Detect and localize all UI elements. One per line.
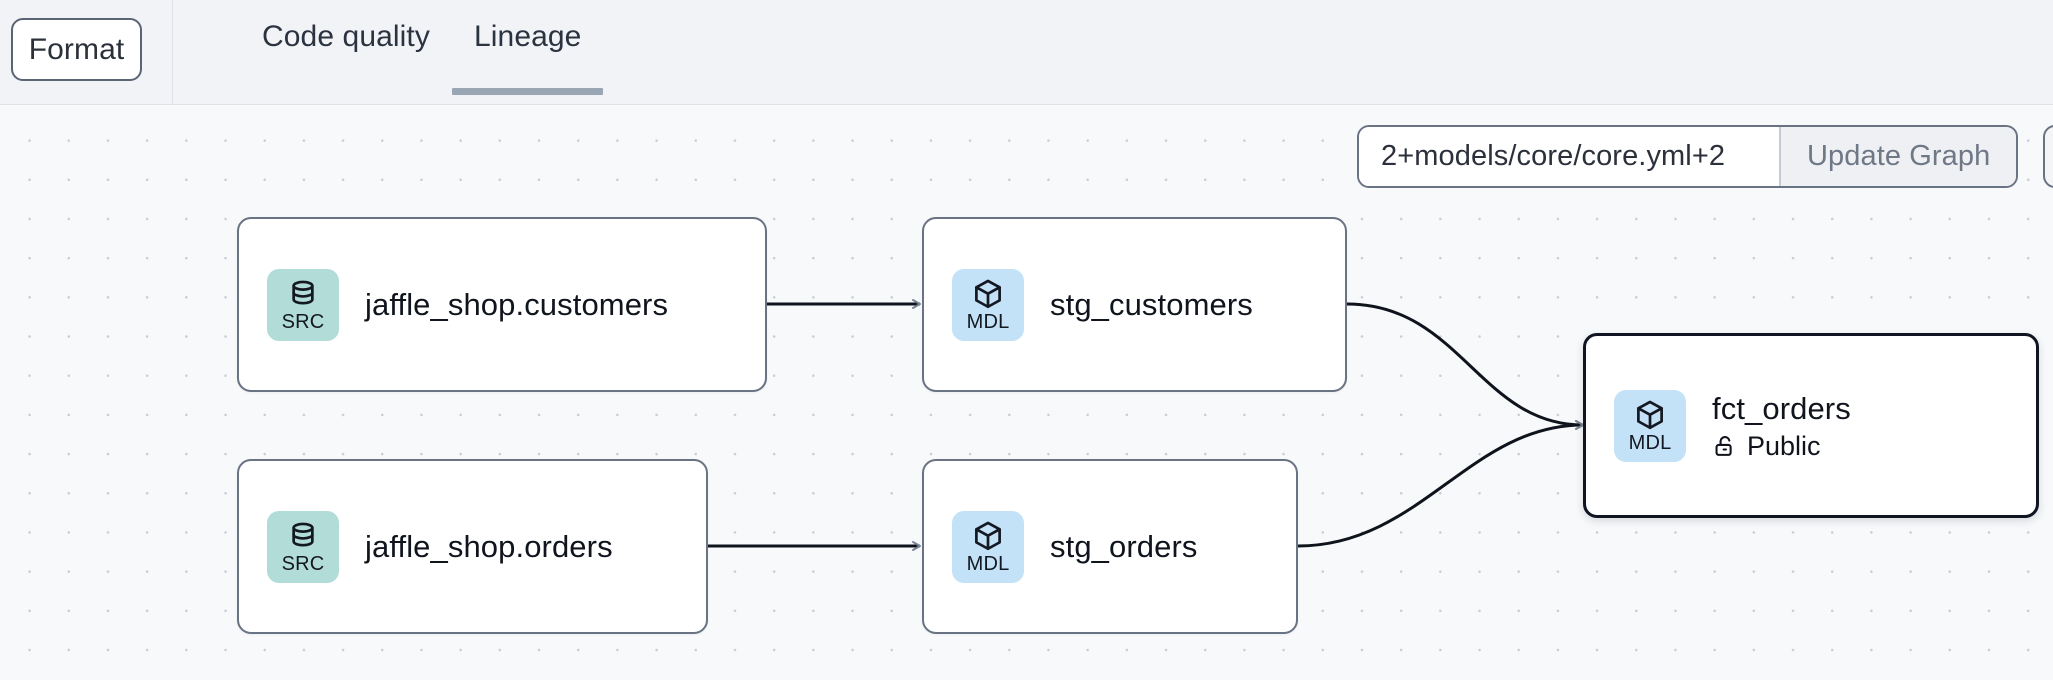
unlock-icon [1715, 435, 1732, 456]
tab-lineage-label: Lineage [473, 20, 582, 53]
model-badge: MDL [952, 268, 1024, 341]
format-button[interactable]: Format [11, 18, 142, 81]
tab-bar: Code quality Lineage [240, 0, 604, 105]
lineage-canvas[interactable]: SRC jaffle_shop.customers MDL stg_custom… [0, 105, 2053, 680]
model-badge: MDL [1614, 389, 1686, 462]
tab-lineage[interactable]: Lineage [451, 0, 604, 105]
source-badge: SRC [267, 510, 339, 583]
model-badge-label: MDL [1628, 431, 1672, 454]
database-icon [292, 280, 314, 305]
lineage-node-jaffle-shop-orders[interactable]: SRC jaffle_shop.orders [237, 459, 708, 634]
lineage-node-jaffle-shop-customers[interactable]: SRC jaffle_shop.customers [237, 217, 767, 392]
cube-icon [975, 521, 1001, 550]
node-title: stg_customers [1050, 286, 1253, 322]
edge-stg-orders-to-fct-orders [1297, 420, 1584, 548]
selector-divider [1779, 127, 1781, 186]
cube-icon [1637, 400, 1663, 429]
lineage-node-stg-customers[interactable]: MDL stg_customers [922, 217, 1347, 392]
source-badge: SRC [267, 268, 339, 341]
toolbar-divider [172, 0, 173, 105]
node-body: stg_orders [1050, 529, 1197, 565]
node-access-label: Public [1747, 430, 1821, 461]
update-graph-button[interactable]: Update Graph [1781, 127, 2017, 186]
model-badge-label: MDL [966, 552, 1010, 575]
graph-selector-group: Update Graph [1357, 125, 2019, 188]
edge-stg-customers-to-fct-orders [1346, 302, 1584, 430]
node-body: jaffle_shop.customers [365, 287, 668, 323]
toolbar: Format Code quality Lineage [0, 0, 2053, 105]
node-title: fct_orders [1712, 390, 1851, 426]
source-badge-label: SRC [281, 552, 325, 575]
tab-underline-inactive [240, 88, 452, 95]
tab-underline-active [451, 88, 604, 95]
node-title: stg_orders [1050, 528, 1198, 564]
source-badge-label: SRC [281, 310, 325, 333]
lineage-node-fct-orders[interactable]: MDL fct_orders Public [1583, 333, 2039, 518]
cube-icon [975, 279, 1001, 308]
node-body: fct_orders Public [1712, 391, 1851, 461]
lineage-node-stg-orders[interactable]: MDL stg_orders [922, 459, 1298, 634]
node-body: jaffle_shop.orders [365, 529, 613, 565]
tab-code-quality[interactable]: Code quality [240, 0, 452, 105]
side-control-partial[interactable] [2043, 125, 2053, 188]
model-badge-label: MDL [966, 310, 1010, 333]
node-title: jaffle_shop.customers [365, 286, 669, 322]
node-access-row: Public [1712, 431, 1851, 461]
database-icon [292, 522, 314, 547]
node-title: jaffle_shop.orders [365, 528, 613, 564]
model-selector-input[interactable] [1359, 127, 1779, 186]
tab-code-quality-label: Code quality [262, 20, 430, 53]
node-body: stg_customers [1050, 287, 1253, 323]
model-badge: MDL [952, 510, 1024, 583]
